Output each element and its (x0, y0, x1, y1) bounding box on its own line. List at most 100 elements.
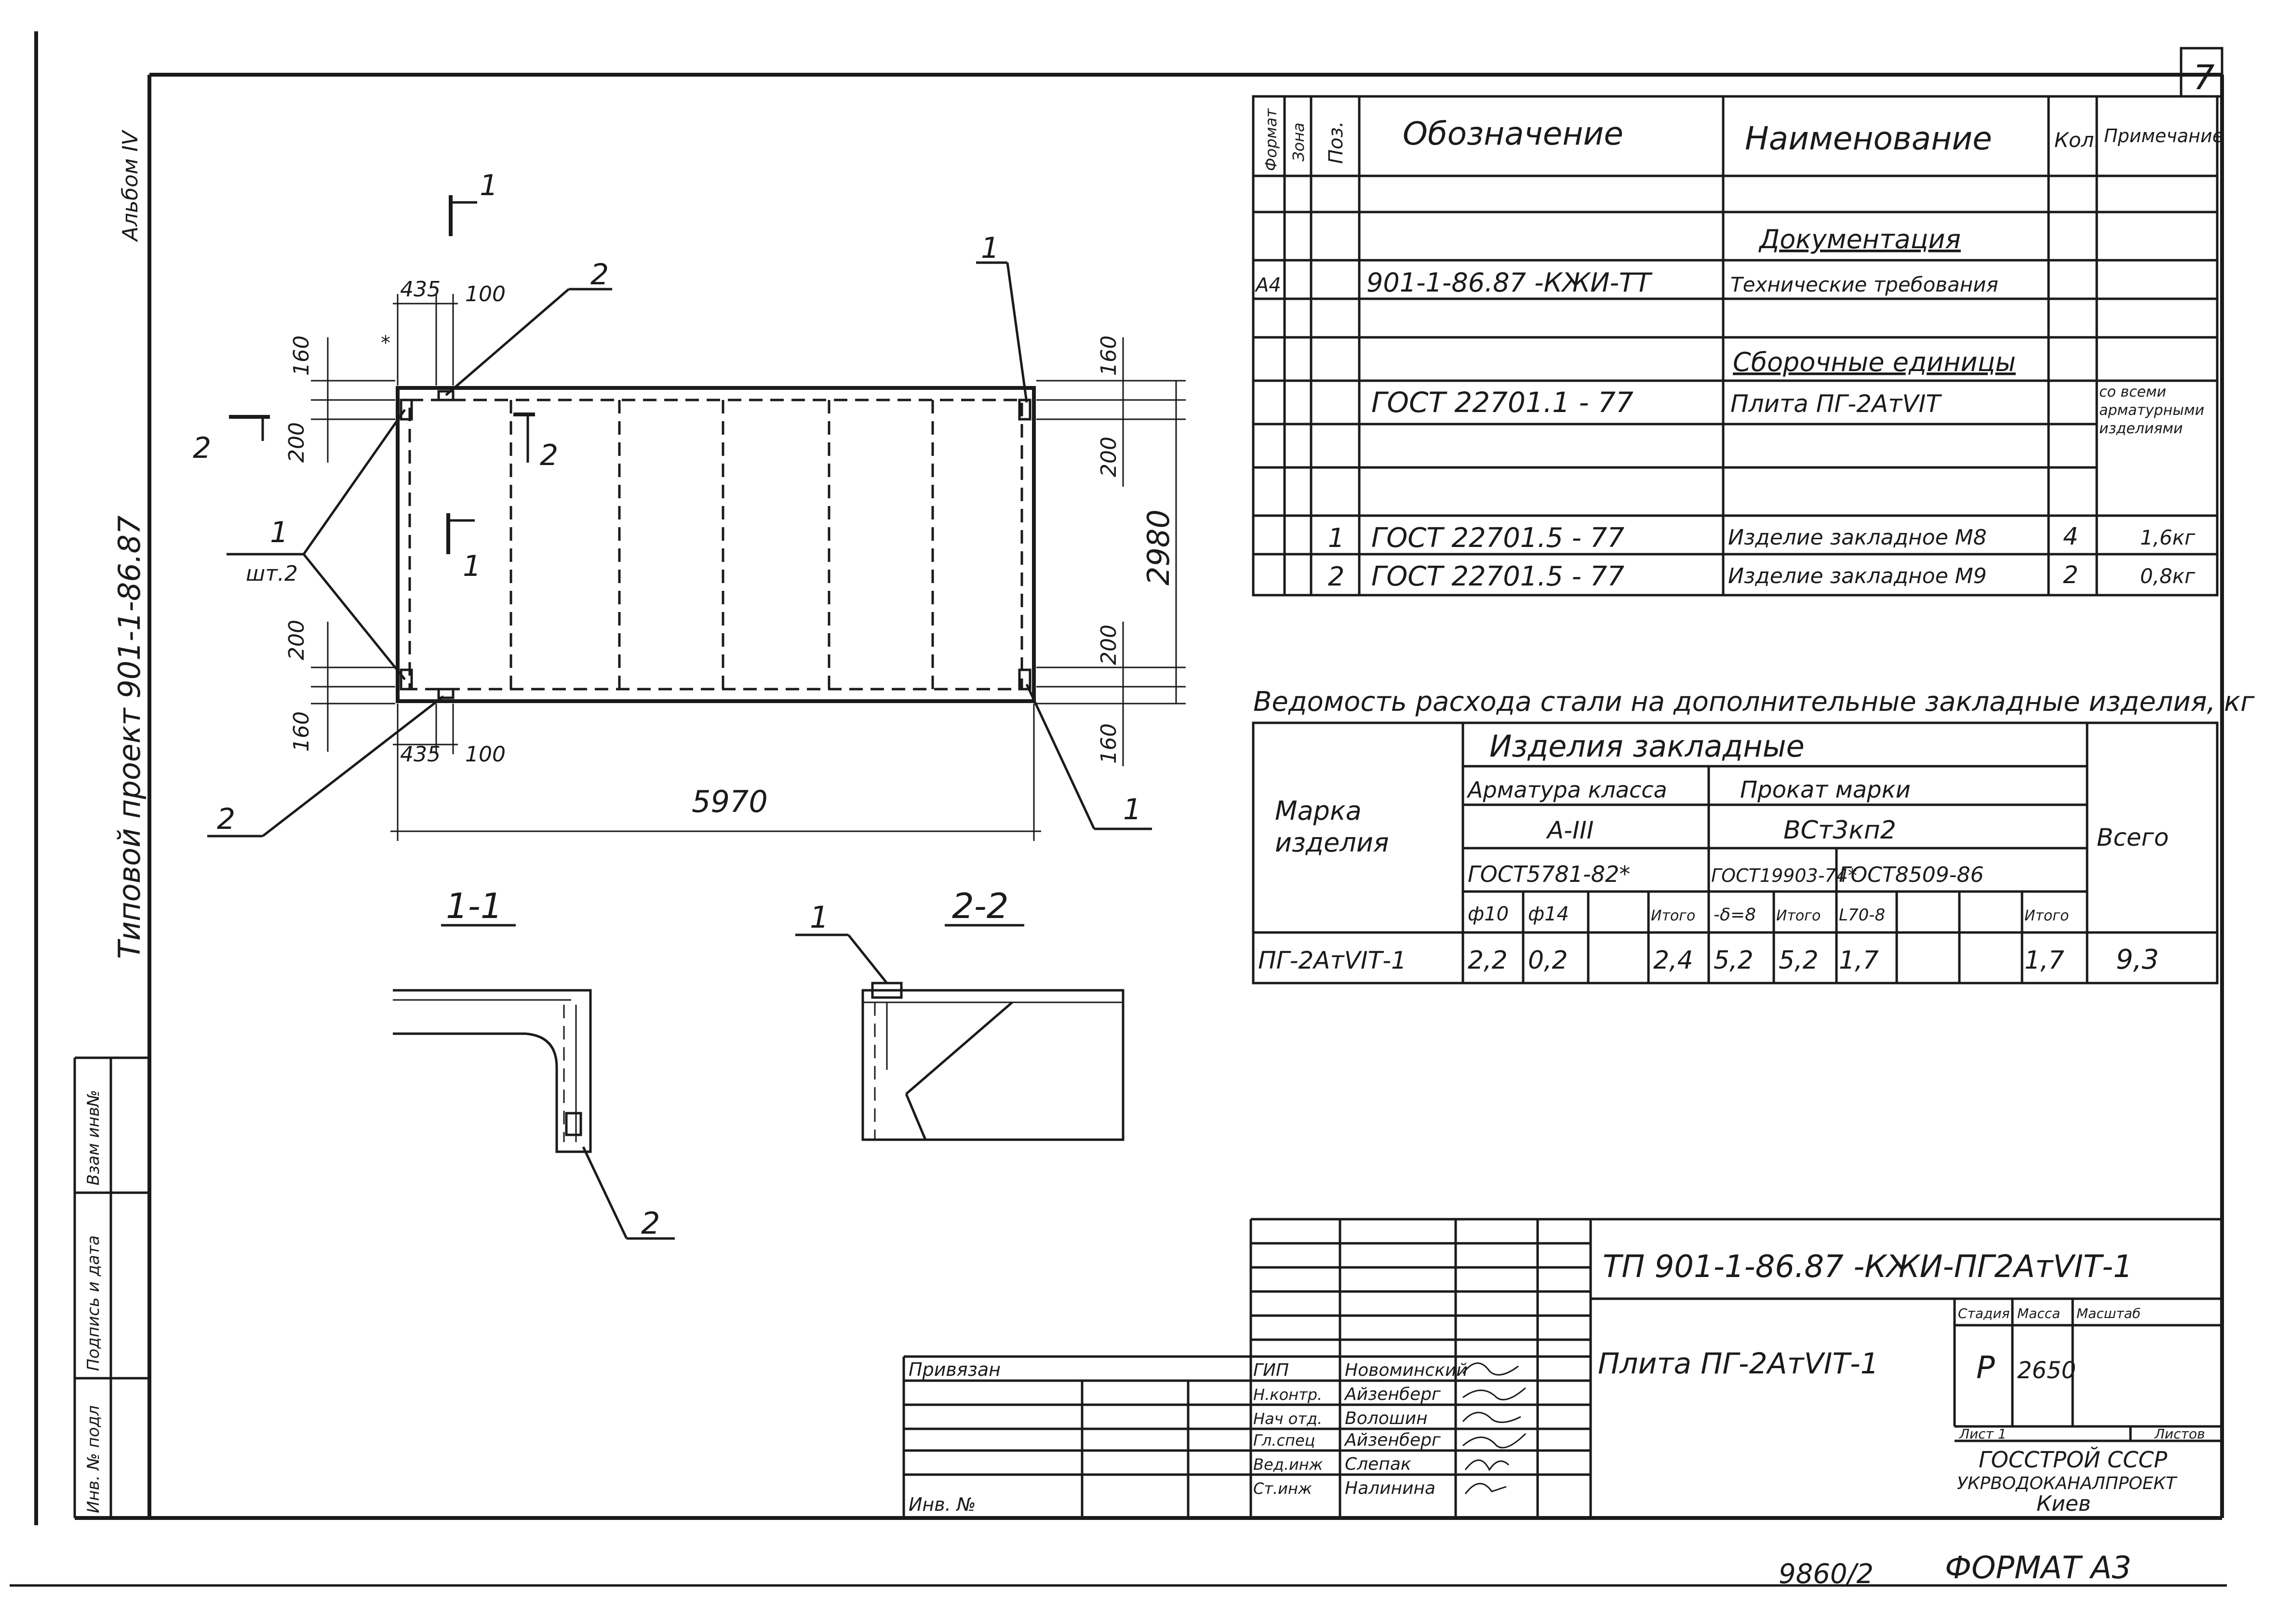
section-2-2-callout: 1 (810, 900, 829, 935)
callout-1-left: 1 (270, 516, 288, 549)
section-1-top: 1 (480, 169, 498, 202)
steel-header-rolled: Прокат марки (1740, 776, 1911, 803)
role-0: ГИП (1253, 1360, 1289, 1380)
spec-header-name: Наименование (1745, 120, 1992, 157)
spec-row3-qty: 4 (2063, 522, 2078, 550)
steel-row-mark: ПГ-2АтVIТ-1 (1258, 946, 1406, 974)
steel-sub-4: -δ=8 (1714, 905, 1756, 925)
spec-section-units: Сборочные единицы (1733, 347, 2016, 377)
steel-header-rebar-class: А-III (1546, 816, 1594, 844)
role-name-4: Слепак (1345, 1454, 1411, 1474)
spec-row3-name: Изделие закладное М8 (1728, 525, 1987, 550)
spec-header-zone: Зона (1289, 122, 1308, 161)
inv-podl-label: Инв. № подл (84, 1405, 103, 1513)
org-line-3: Киев (2036, 1491, 2091, 1516)
steel-table-title: Ведомость расхода стали на дополнительны… (1253, 686, 2255, 718)
signature-label: Подпись и дата (84, 1235, 103, 1371)
steel-header-rebar: Арматура класса (1466, 777, 1667, 803)
dim-100-bottom: 100 (465, 742, 506, 767)
dim-200-bottom-right: 200 (1097, 625, 1121, 665)
steel-sub-6: Итого (1776, 907, 1821, 924)
steel-cell-4: 5,2 (1714, 946, 1754, 975)
callout-1-top-right: 1 (981, 231, 999, 265)
signatures (1462, 1362, 1527, 1494)
steel-sub-3: Итого (1651, 907, 1695, 924)
steel-header-mark: Марка изделия (1275, 796, 1389, 858)
spec-section-docs: Документация (1758, 224, 1961, 254)
section-1-1: 1-1 2 (393, 886, 675, 1241)
scale-label: Масштаб (2076, 1305, 2141, 1321)
callout-1-bottom-right: 1 (1123, 793, 1141, 826)
steel-header-rolled-gost2: ГОСТ8509-86 (1839, 863, 1984, 887)
org-line-1: ГОССТРОЙ СССР (1979, 1447, 2168, 1473)
callout-2-bottom: 2 (217, 802, 235, 836)
spec-row3-designation: ГОСТ 22701.5 - 77 (1371, 522, 1624, 554)
steel-sub-1: ф14 (1528, 903, 1569, 925)
section-1-mid: 1 (463, 549, 481, 583)
sheet-frame: 7 (10, 31, 2227, 1587)
role-name-2: Волошин (1345, 1409, 1428, 1428)
inv-no-label: Инв. № (909, 1494, 976, 1515)
steel-cell-3: 2,4 (1653, 946, 1693, 975)
spec-header-pos: Поз. (1325, 121, 1347, 164)
spec-row3-note: 1,6кг (2140, 526, 2196, 549)
steel-sub-0: ф10 (1468, 903, 1509, 925)
page-number: 7 (2193, 58, 2215, 97)
steel-cell-9: 1,7 (2024, 946, 2064, 975)
spec-row4-pos: 2 (1328, 561, 1344, 592)
format-label: ФОРМАТ А3 (1945, 1550, 2131, 1586)
callout-sht: шт.2 (246, 561, 298, 586)
dim-435-top: 435 (400, 277, 441, 302)
project-label: Типовой проект 901-1-86.87 (112, 516, 147, 959)
spec-header-note: Примечание (2104, 125, 2223, 146)
section-2-right: 2 (540, 439, 558, 472)
dim-total-height: 2980 (1141, 509, 1176, 586)
spec-table: Формат Зона Поз. Обозначение Наименовани… (1252, 95, 2223, 597)
side-strip: Альбом IV Типовой проект 901-1-86.87 Вза… (73, 130, 149, 1518)
steel-sub-9: Итого (2024, 907, 2069, 924)
spec-row1-name: Технические требования (1730, 273, 1998, 296)
spec-row1-designation: 901-1-86.87 -КЖИ-ТТ (1366, 267, 1653, 298)
steel-cell-7: 1,7 (1839, 946, 1879, 975)
dim-160-top-left: 160 (289, 335, 314, 376)
dim-100-top: 100 (465, 282, 506, 306)
role-5: Ст.инж (1253, 1479, 1312, 1498)
role-3: Гл.спец (1253, 1431, 1315, 1450)
mass-label: Масса (2017, 1305, 2060, 1321)
mass-value: 2650 (2017, 1357, 2076, 1384)
spec-row4-note: 0,8кг (2140, 564, 2196, 588)
role-name-5: Налинина (1345, 1478, 1435, 1498)
sheet-label: Лист 1 (1959, 1426, 2007, 1442)
section-2-left: 2 (193, 431, 211, 465)
spec-header-format: Формат (1262, 108, 1280, 171)
dim-435-bottom: 435 (400, 742, 441, 767)
spec-row2-note-box: со всеми арматурными изделиями (2099, 384, 2204, 437)
steel-header-items: Изделия закладные (1489, 729, 1805, 764)
role-name-3: Айзенберг (1344, 1430, 1441, 1450)
steel-sub-7: L70-8 (1839, 905, 1885, 925)
asterisk-mark: * (381, 332, 390, 354)
callout-2-top: 2 (590, 258, 609, 292)
dim-200-top-left: 200 (284, 422, 309, 463)
spec-row3-pos: 1 (1328, 523, 1344, 553)
dim-200-bottom-left: 200 (284, 620, 309, 660)
stage-value: Р (1976, 1350, 1995, 1386)
title-code: ТП 901-1-86.87 -КЖИ-ПГ2АтVIТ-1 (1603, 1249, 2133, 1285)
steel-row-total: 9,3 (2116, 944, 2159, 975)
spec-row1-format: А4 (1254, 274, 1281, 296)
doc-number: 9860/2 (1779, 1558, 1874, 1590)
vzam-label: Взам инв№ (84, 1090, 103, 1185)
spec-row4-qty: 2 (2063, 561, 2078, 589)
dim-160-bottom-left: 160 (289, 711, 314, 752)
spec-row4-designation: ГОСТ 22701.5 - 77 (1371, 561, 1624, 592)
steel-cell-0: 2,2 (1468, 946, 1508, 975)
steel-cell-6: 5,2 (1779, 946, 1819, 975)
spec-header-designation: Обозначение (1403, 115, 1623, 152)
section-2-2-title: 2-2 (952, 886, 1009, 926)
dim-total-length: 5970 (692, 784, 768, 819)
steel-table: Ведомость расхода стали на дополнительны… (1252, 686, 2255, 985)
role-name-1: Айзенберг (1344, 1384, 1441, 1404)
steel-header-rolled-gost1: ГОСТ19903-74* (1711, 865, 1857, 886)
spec-row2-designation: ГОСТ 22701.1 - 77 (1371, 386, 1634, 419)
